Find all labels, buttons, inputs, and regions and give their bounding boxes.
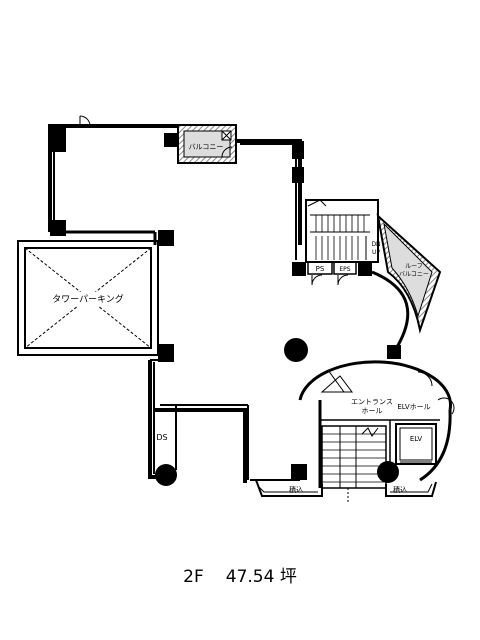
roof-balcony-label-1: ルーフ bbox=[405, 263, 423, 270]
stair-up-label: UP bbox=[372, 249, 380, 256]
dn-label: DN bbox=[371, 241, 380, 248]
entrance-hall-area bbox=[318, 369, 455, 488]
area-unit: 坪 bbox=[279, 567, 297, 587]
ds-column bbox=[155, 464, 177, 486]
floor-area: 47.54 bbox=[225, 567, 275, 587]
tower-parking-area bbox=[17, 240, 159, 356]
roof-balcony-label-2: バルコニー bbox=[399, 271, 429, 278]
elv-hall-label: ELVホール bbox=[397, 403, 430, 411]
roof-balcony-area bbox=[376, 213, 442, 334]
eps-label: EPS bbox=[339, 266, 350, 273]
ps-label: PS bbox=[316, 265, 325, 273]
entry-door bbox=[79, 115, 91, 127]
balcony-area bbox=[177, 124, 237, 164]
loading-label-left: 積込 bbox=[289, 485, 303, 494]
stair-block bbox=[305, 199, 379, 286]
columns bbox=[50, 126, 401, 480]
floor-number: 2F bbox=[183, 567, 204, 587]
entrance-hall-label-2: ホール bbox=[362, 407, 383, 415]
ds-label: DS bbox=[156, 433, 167, 442]
tower-parking-label: タワーパーキング bbox=[52, 293, 124, 305]
curved-walls bbox=[298, 270, 452, 482]
lower-stair bbox=[321, 425, 387, 502]
floor-caption: 2F 47.54 坪 bbox=[0, 562, 480, 587]
loading-areas bbox=[255, 479, 437, 497]
loading-label-right: 積込 bbox=[393, 485, 407, 494]
elv-label: ELV bbox=[410, 435, 423, 443]
elv-hall-column bbox=[377, 461, 399, 483]
balcony-label: バルコニー bbox=[189, 143, 224, 151]
entrance-hall-label-1: エントランス bbox=[351, 398, 393, 406]
